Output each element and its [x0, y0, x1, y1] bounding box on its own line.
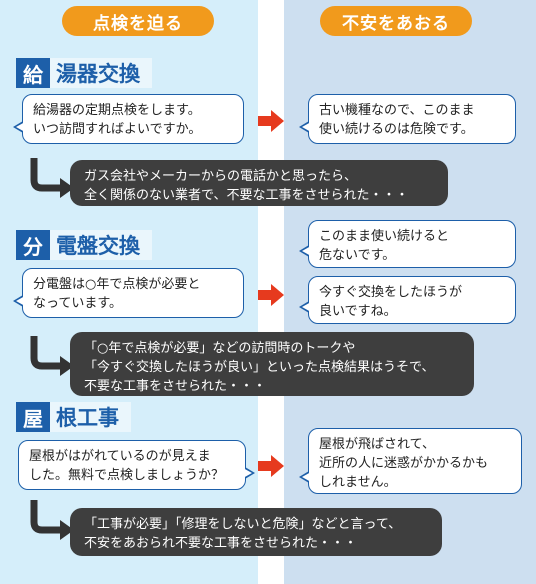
left-column-header: 点検を迫る — [62, 6, 214, 36]
section-title-text: 湯器交換 — [50, 58, 152, 88]
left-speech-bubble: 屋根がはがれているのが見えま した。無料で点検しましょうか？ — [18, 440, 255, 490]
right-speech-bubble: 今すぐ交換をしたほうが 良いですね。 — [299, 276, 516, 324]
section-title-roof-work: 屋 根工事 — [16, 402, 131, 432]
hook-arrow-icon — [30, 500, 74, 540]
result-box: 「○年で点検が必要」などの訪問時のトークや 「今すぐ交換したほうが良い」といった… — [70, 332, 474, 396]
left-speech-bubble: 分電盤は○年で点検が必要と なっています。 — [13, 268, 244, 318]
right-arrow-icon — [258, 455, 284, 477]
left-speech-bubble: 給湯器の定期点検をします。 いつ訪問すればよいですか。 — [13, 94, 244, 144]
section-title-water-heater: 給 湯器交換 — [16, 58, 152, 88]
section-badge: 給 — [16, 58, 50, 88]
result-box: ガス会社やメーカーからの電話かと思ったら、 全く関係のない業者で、不要な工事をさ… — [70, 160, 448, 206]
hook-arrow-icon — [30, 158, 74, 198]
section-title-distribution-board: 分 電盤交換 — [16, 230, 152, 260]
section-title-text: 根工事 — [50, 402, 131, 432]
right-speech-bubble: このまま使い続けると 危ないです。 — [299, 220, 516, 268]
right-speech-bubble: 古い機種なので、このまま 使い続けるのは危険です。 — [299, 94, 516, 144]
section-badge: 屋 — [16, 402, 50, 432]
right-column-header: 不安をあおる — [320, 6, 472, 36]
right-arrow-icon — [258, 110, 284, 132]
hook-arrow-icon — [30, 336, 74, 376]
right-speech-bubble: 屋根が飛ばされて、 近所の人に迷惑がかかるかも しれません。 — [299, 428, 522, 494]
section-badge: 分 — [16, 230, 50, 260]
section-title-text: 電盤交換 — [50, 230, 152, 260]
right-arrow-icon — [258, 284, 284, 306]
result-box: 「工事が必要」「修理をしないと危険」などと言って、 不安をあおられ不要な工事をさ… — [70, 508, 442, 556]
